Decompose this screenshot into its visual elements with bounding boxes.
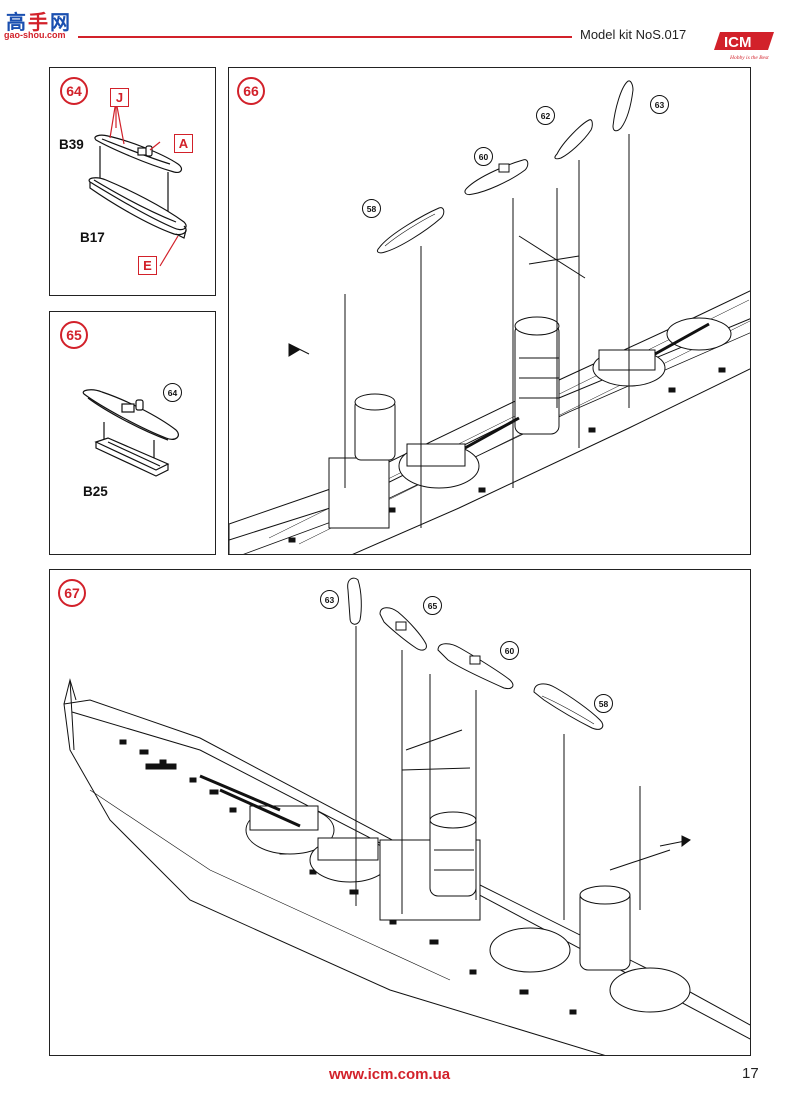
- boat-assembly-illustration: [88, 100, 187, 267]
- letter-a-marker: A: [174, 134, 193, 153]
- step-67-panel: 67 63 65 60 58: [49, 569, 751, 1056]
- callout-part-60: 60: [500, 641, 519, 660]
- step-67-badge: 67: [58, 579, 86, 607]
- battleship-bow-illustration: [63, 577, 750, 1055]
- letter-e-marker: E: [138, 256, 157, 275]
- callout-part-65: 65: [423, 596, 442, 615]
- watermark-chinese: 高手网: [6, 10, 72, 34]
- icm-logo: ICM Hobby is the Best: [714, 32, 774, 61]
- part-b25-label: B25: [83, 484, 108, 499]
- step-65-panel: 65 64 B25: [49, 311, 216, 555]
- boat-mount-illustration: [82, 389, 179, 477]
- page-header-title: Model kit NoS.017: [580, 27, 687, 42]
- brand-tagline: Hobby is the Best: [729, 55, 769, 61]
- battleship-stern-illustration: [229, 80, 750, 554]
- footer-website-link[interactable]: www.icm.com.ua: [329, 1066, 451, 1083]
- callout-part-58: 58: [362, 199, 381, 218]
- step-66-badge: 66: [237, 77, 265, 105]
- watermark-logo: 高手网 gao-shou.com: [4, 6, 76, 40]
- callout-part-60: 60: [474, 147, 493, 166]
- step-64-panel: 64 J A E B39 B17: [49, 67, 216, 296]
- callout-part-63: 63: [320, 590, 339, 609]
- watermark-url: gao-shou.com: [4, 30, 66, 40]
- header-rule: [78, 36, 572, 38]
- letter-j-marker: J: [110, 88, 129, 107]
- step-65-badge: 65: [60, 321, 88, 349]
- callout-step-64-ref: 64: [163, 383, 182, 402]
- callout-part-62: 62: [536, 106, 555, 125]
- part-b17-label: B17: [80, 230, 105, 245]
- callout-part-58: 58: [594, 694, 613, 713]
- part-b39-label: B39: [59, 137, 84, 152]
- step-64-badge: 64: [60, 77, 88, 105]
- brand-name: ICM: [724, 34, 752, 51]
- step-66-panel: 66 58 60 62 63: [228, 67, 751, 555]
- page-number: 17: [742, 1065, 759, 1082]
- callout-part-63: 63: [650, 95, 669, 114]
